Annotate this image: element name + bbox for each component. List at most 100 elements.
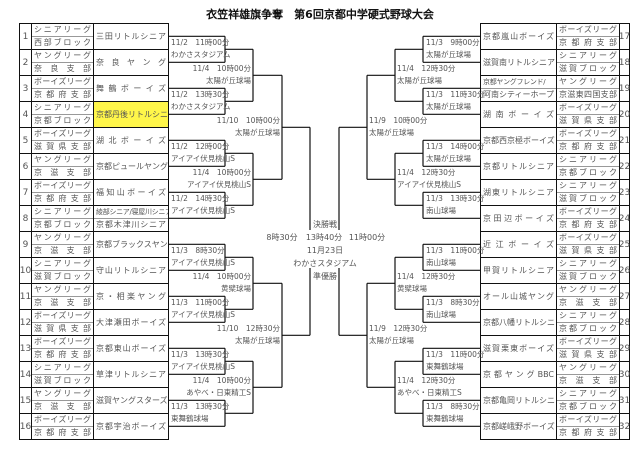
seed-number: 26: [619, 257, 630, 285]
team-name-cell[interactable]: 甲賀リトルシニア: [480, 257, 557, 285]
league-cell: ヤングリーグ奈良支部: [31, 49, 94, 77]
match-venue: 東舞鶴球場: [426, 414, 464, 424]
team-name-cell[interactable]: 京都ヤングフレンド/阿南シティーホープ: [480, 75, 557, 103]
match-venue: アイアイ伏見桃山S: [171, 258, 236, 268]
team-name-cell[interactable]: 京都ブラックスヤング: [93, 231, 169, 259]
team-name-cell[interactable]: 三田リトルシニア: [93, 23, 169, 51]
text-line: 京都ヤングフレンド/: [481, 76, 556, 90]
match-date: 11/4 12時30分: [397, 376, 456, 386]
text-line: 京滋支部: [34, 246, 91, 256]
text-line: ボーイズリーグ: [557, 336, 619, 350]
league-cell: シニアリーグ西部ブロック: [31, 23, 94, 51]
text-line: 京滋東四国支部: [559, 90, 617, 100]
final-venue: わかさスタジアム: [293, 259, 357, 268]
match-venue: 太陽が丘球場: [426, 102, 471, 112]
team-name-cell[interactable]: 奈良ヤング: [93, 49, 169, 77]
team-name-cell[interactable]: 京都丹後リトルシニア: [93, 101, 169, 129]
team-name-cell[interactable]: 草津リトルシニア: [93, 361, 169, 389]
text-line: ボーイズリーグ: [32, 128, 93, 142]
team-name-cell[interactable]: 湖東リトルシニア: [480, 179, 557, 207]
match-date: 11/4 12時30分: [397, 168, 456, 178]
seed-number: 24: [619, 205, 630, 233]
league-cell: ボーイズリーグ京都府支部: [31, 335, 94, 363]
team-name-cell[interactable]: 滋賀ヤングスターズ: [93, 387, 169, 415]
text-line: 京滋支部: [559, 298, 617, 308]
seed-number: 32: [619, 413, 630, 441]
league-cell: ボーイズリーグ滋賀県支部: [31, 127, 94, 155]
team-name: 三田リトルシニア: [96, 32, 166, 42]
text-line: ボーイズリーグ: [32, 336, 93, 350]
team-name: 舞鶴ボーイズ: [96, 84, 166, 94]
team-name-cell[interactable]: 守山リトルシニア: [93, 257, 169, 285]
text-line: 奈良支部: [34, 64, 91, 74]
text-line: 京滋支部: [34, 168, 91, 178]
team-name-cell[interactable]: 福知山ボーイズ: [93, 179, 169, 207]
league-cell: ヤングリーグ京滋支部: [556, 283, 620, 311]
team-name-cell[interactable]: 綾部シニア/寝屋川シニア/京都木津川シニア: [93, 205, 169, 233]
seed-number: 19: [619, 75, 630, 103]
match-venue: 太陽が丘球場: [397, 76, 442, 86]
team-name: 京都丹後リトルシニア: [96, 110, 168, 120]
match-venue: あやべ・日東精工S: [397, 388, 462, 398]
text-line: ボーイズリーグ: [557, 128, 619, 142]
team-name-cell[interactable]: 京都ヤングBBC: [480, 361, 557, 389]
match-venue: 太陽が丘球場: [206, 76, 251, 86]
team-name-cell[interactable]: 京都嵯峨野ボーイズ: [480, 413, 557, 441]
match-date: 11/10 12時30分: [216, 324, 280, 334]
text-line: ボーイズリーグ: [557, 414, 619, 428]
match-date: 11/4 10時00分: [192, 376, 251, 386]
match-venue: 太陽が丘球場: [235, 128, 280, 138]
team-name-cell[interactable]: 大津瀬田ボーイズ: [93, 309, 169, 337]
team-name-cell[interactable]: 滋賀栗東ボーイズ: [480, 335, 557, 363]
text-line: シニアリーグ: [32, 362, 93, 376]
match-venue: 東舞鶴球場: [426, 362, 464, 372]
text-line: シニアリーグ: [557, 180, 619, 194]
team-name-cell[interactable]: 京都西京極ボーイズ: [480, 127, 557, 155]
team-name-cell[interactable]: 京都リトルシニア: [480, 153, 557, 181]
text-line: 京滋支部: [559, 376, 617, 386]
match-venue: 南山球場: [426, 206, 456, 216]
text-line: 京都木津川シニア: [96, 220, 166, 230]
match-date: 11/3 13時30分: [171, 350, 230, 360]
text-line: ヤングリーグ: [557, 362, 619, 376]
match-date: 11/3 13時30分: [426, 194, 485, 204]
team-name-cell[interactable]: 舞鶴ボーイズ: [93, 75, 169, 103]
team-name-cell[interactable]: 京田辺ボーイズ: [480, 205, 557, 233]
text-line: シニアリーグ: [557, 50, 619, 64]
team-name-cell[interactable]: 湖北ボーイズ: [93, 127, 169, 155]
seed-number: 21: [619, 127, 630, 155]
text-line: 京都府支部: [34, 90, 91, 100]
team-name-cell[interactable]: 京都ピュールヤング: [93, 153, 169, 181]
match-date: 11/3 8時30分: [426, 298, 480, 308]
team-name-cell[interactable]: 京都八幡リトルシニア: [480, 309, 557, 337]
text-line: ヤングリーグ: [32, 284, 93, 298]
text-line: ボーイズリーグ: [32, 310, 93, 324]
team-name: 大津瀬田ボーイズ: [96, 318, 166, 328]
team-name: 京都嵐山ボーイズ: [483, 32, 554, 42]
team-name-cell[interactable]: 京都嵐山ボーイズ: [480, 23, 557, 51]
team-name-cell[interactable]: 滋賀南リトルシニア: [480, 49, 557, 77]
text-line: 京都府支部: [559, 38, 617, 48]
text-line: 京都ブロック: [559, 402, 617, 412]
team-name-cell[interactable]: 京都東山ボーイズ: [93, 335, 169, 363]
match-date: 11/4 12時30分: [397, 272, 456, 282]
match-venue: アイアイ伏見桃山S: [186, 180, 251, 190]
text-line: ボーイズリーグ: [557, 232, 619, 246]
match-venue: 太陽が丘球場: [369, 336, 414, 346]
team-name-cell[interactable]: 京都亀岡リトルシニア: [480, 387, 557, 415]
team-name-cell[interactable]: 近江ボーイズ: [480, 231, 557, 259]
text-line: 京都府支部: [559, 220, 617, 230]
match-date: 11/3 11時00分: [426, 350, 485, 360]
team-name: 湖東リトルシニア: [483, 188, 554, 198]
team-name-cell[interactable]: 京・相楽ヤング: [93, 283, 169, 311]
team-name-cell[interactable]: 湖南ボーイズ: [480, 101, 557, 129]
text-line: 西部ブロック: [34, 38, 91, 48]
team-name-cell[interactable]: 京都宇治ボーイズ: [93, 413, 169, 441]
league-cell: シニアリーグ滋賀ブロック: [31, 361, 94, 389]
text-line: 京滋支部: [34, 298, 91, 308]
team-name-cell[interactable]: オール山城ヤング: [480, 283, 557, 311]
match-date: 11/9 12時30分: [369, 324, 428, 334]
text-line: 京都ブロック: [559, 324, 617, 334]
league-cell: ヤングリーグ京滋支部: [556, 361, 620, 389]
